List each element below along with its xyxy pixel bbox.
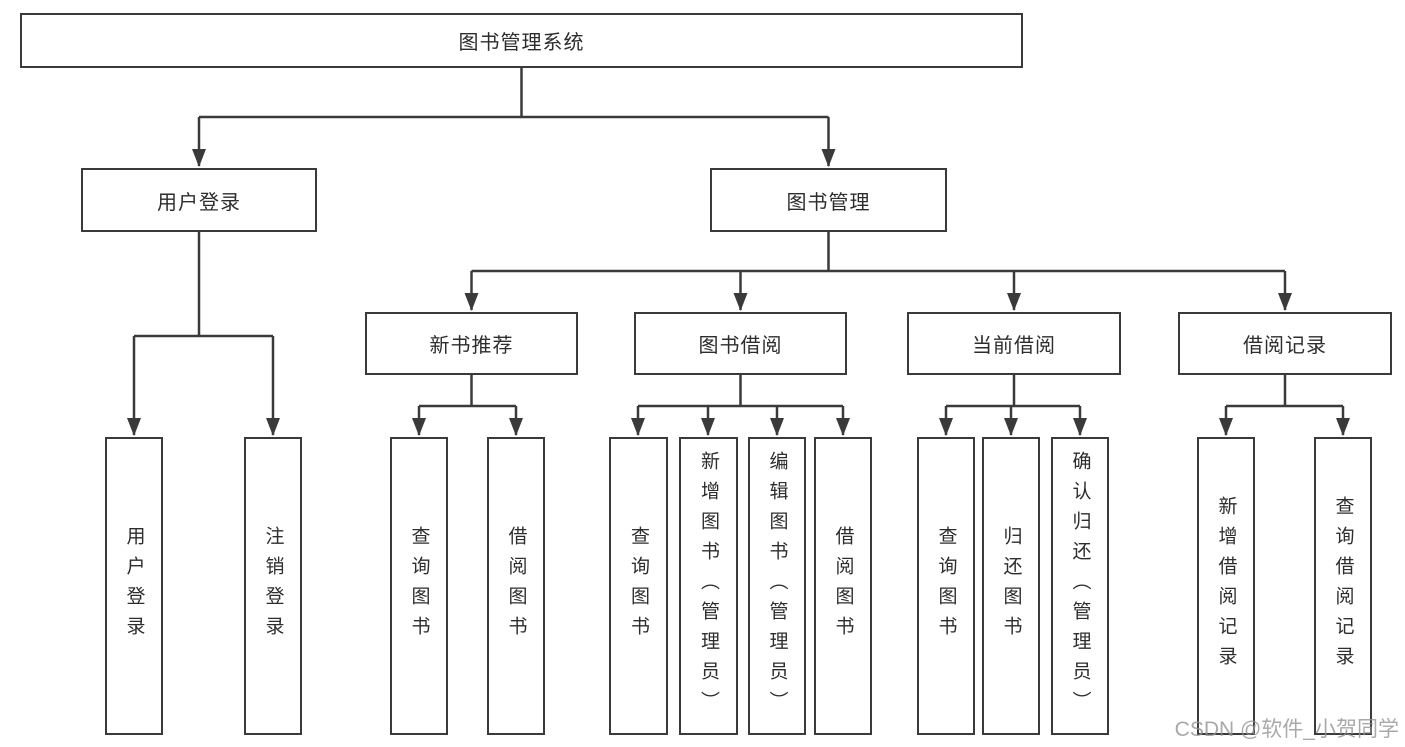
leaf-query-books-borrowing: 查询图书 — [609, 437, 668, 735]
leaf-borrow-books-recommend: 借阅图书 — [487, 437, 545, 735]
leaf-label: 借阅图书 — [505, 526, 527, 646]
leaf-label: 借阅图书 — [832, 526, 854, 646]
leaf-borrow-books: 借阅图书 — [814, 437, 872, 735]
leaf-label: 查询借阅记录 — [1332, 496, 1354, 676]
leaf-label: 注销登录 — [262, 526, 284, 646]
node-current-borrowing: 当前借阅 — [907, 312, 1121, 375]
leaf-confirm-return-admin: 确认归还（管理员） — [1051, 437, 1109, 735]
leaf-label: 查询图书 — [935, 526, 957, 646]
leaf-query-books-recommend: 查询图书 — [390, 437, 448, 735]
leaf-label: 编辑图书（管理员） — [766, 451, 788, 721]
leaf-query-books-current: 查询图书 — [917, 437, 975, 735]
leaf-label: 新增借阅记录 — [1215, 496, 1237, 676]
leaf-label: 确认归还（管理员） — [1069, 451, 1091, 721]
leaf-label: 查询图书 — [628, 526, 649, 646]
leaf-label: 用户登录 — [123, 526, 145, 646]
node-library-system: 图书管理系统 — [20, 13, 1023, 68]
leaf-label: 查询图书 — [408, 526, 430, 646]
leaf-add-borrow-record: 新增借阅记录 — [1197, 437, 1255, 735]
leaf-label: 新增图书（管理员） — [698, 451, 719, 721]
leaf-add-book-admin: 新增图书（管理员） — [679, 437, 738, 735]
leaf-return-books: 归还图书 — [982, 437, 1040, 735]
csdn-watermark: CSDN @软件_小贺同学 — [1174, 718, 1399, 741]
leaf-edit-book-admin: 编辑图书（管理员） — [748, 437, 806, 735]
node-book-borrowing: 图书借阅 — [634, 312, 847, 375]
leaf-query-borrow-record: 查询借阅记录 — [1314, 437, 1372, 735]
node-new-book-recommendation: 新书推荐 — [365, 312, 578, 375]
node-borrowing-records: 借阅记录 — [1178, 312, 1392, 375]
leaf-logout: 注销登录 — [244, 437, 302, 735]
leaf-user-login: 用户登录 — [105, 437, 163, 735]
node-book-management: 图书管理 — [710, 168, 947, 232]
node-user-login: 用户登录 — [81, 168, 317, 232]
leaf-label: 归还图书 — [1000, 526, 1022, 646]
